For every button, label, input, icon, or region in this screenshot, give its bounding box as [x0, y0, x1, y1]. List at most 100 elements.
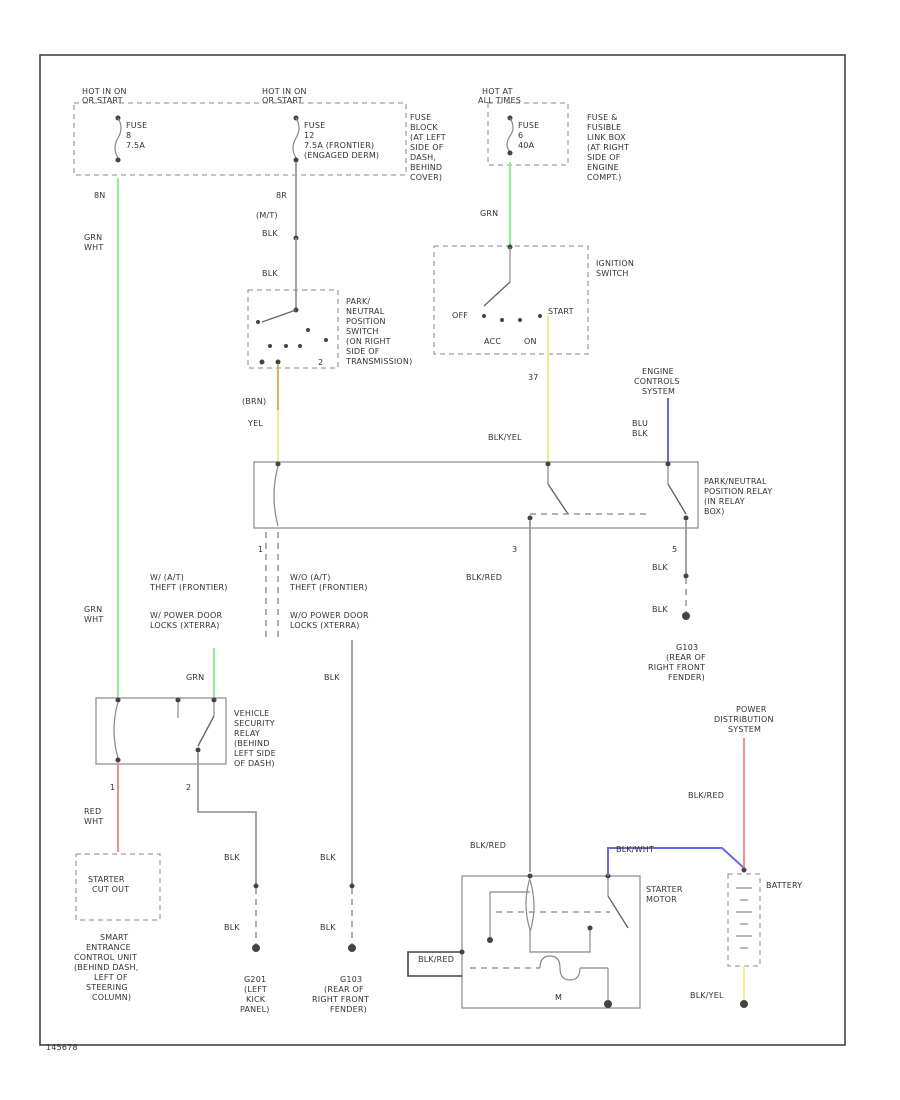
- svg-text:ENGINE: ENGINE: [587, 163, 619, 172]
- svg-text:G103: G103: [676, 643, 698, 652]
- svg-text:LINK BOX: LINK BOX: [587, 133, 626, 142]
- svg-text:DISTRIBUTION: DISTRIBUTION: [714, 715, 774, 724]
- relay-coil: [273, 465, 279, 527]
- svg-text:RIGHT FRONT: RIGHT FRONT: [648, 663, 705, 672]
- starter-cutout-label-1: STARTER: [88, 875, 125, 884]
- wire-label-blk-wht: BLK/WHT: [616, 845, 654, 854]
- wire-label-blk-l2: BLK: [224, 923, 240, 932]
- fusible-link-box: [487, 102, 569, 166]
- svg-text:G103: G103: [340, 975, 362, 984]
- vsr-terminal-1: [115, 697, 121, 703]
- fuse-2-number: 12: [304, 131, 315, 140]
- svg-text:THEFT (FRONTIER): THEFT (FRONTIER): [289, 583, 368, 592]
- diagram-id: 145678: [46, 1043, 78, 1052]
- fuse-2-symbol: [292, 117, 300, 159]
- wire-label-blk-m3: BLK: [320, 923, 336, 932]
- svg-text:SWITCH: SWITCH: [346, 327, 379, 336]
- vsr-coil: [113, 701, 119, 759]
- svg-text:TRANSMISSION): TRANSMISSION): [345, 357, 412, 366]
- ground-g103-caption: G103 (REAR OF RIGHT FRONT FENDER): [648, 643, 706, 682]
- svg-text:OF DASH): OF DASH): [234, 759, 275, 768]
- ground-g103-symbol: [682, 612, 690, 620]
- relay-terminal-1: [275, 461, 281, 467]
- svg-text:PARK/NEUTRAL: PARK/NEUTRAL: [704, 477, 767, 486]
- wire-blk-vsr-ground: [197, 752, 257, 886]
- relay-terminal-3: [665, 461, 671, 467]
- starter-internal-3: [529, 930, 591, 953]
- vsr-pin-2: 2: [186, 783, 191, 792]
- svg-text:FUSE: FUSE: [410, 113, 431, 122]
- svg-text:G201: G201: [244, 975, 266, 984]
- svg-text:FUSIBLE: FUSIBLE: [587, 123, 621, 132]
- svg-text:RELAY: RELAY: [234, 729, 260, 738]
- pnp-contact-1: [256, 320, 260, 324]
- svg-text:FENDER): FENDER): [330, 1005, 367, 1014]
- starter-motor: [461, 875, 641, 1009]
- relay-pin-5: 5: [672, 545, 677, 554]
- svg-text:POWER: POWER: [736, 705, 767, 714]
- svg-text:BOX): BOX): [704, 507, 725, 516]
- wire-label-wht: WHT: [84, 817, 103, 826]
- wire-label-blk-l1: BLK: [224, 853, 240, 862]
- svg-text:CONTROLS: CONTROLS: [634, 377, 680, 386]
- svg-text:ENGINE: ENGINE: [642, 367, 674, 376]
- fuse-3-number: 6: [518, 131, 523, 140]
- svg-text:ENTRANCE: ENTRANCE: [86, 943, 131, 952]
- relay-terminal-5: [527, 515, 533, 521]
- pnp-switch-arm: [261, 309, 297, 323]
- wire-label-blk-red-2: BLK/RED: [470, 841, 506, 850]
- svg-text:COVER): COVER): [410, 173, 442, 182]
- starter-motor-label-1: STARTER: [646, 885, 683, 894]
- starter-motor-symbol: [539, 955, 581, 981]
- starter-solenoid-coil-2: [529, 879, 535, 933]
- svg-text:SIDE OF: SIDE OF: [587, 153, 621, 162]
- starter-internal-ground: [487, 937, 493, 943]
- svg-text:PARK/: PARK/: [346, 297, 370, 306]
- pnp-contact-3: [324, 338, 328, 342]
- ign-contact-acc: [500, 318, 504, 322]
- battery-label: BATTERY: [766, 881, 802, 890]
- svg-text:CONTROL UNIT: CONTROL UNIT: [74, 953, 137, 962]
- relay-pin-1: 1: [258, 545, 263, 554]
- starter-contact-arm: [607, 895, 629, 929]
- pnp-contact-6: [298, 344, 302, 348]
- fuse-3-symbol: [506, 117, 514, 153]
- svg-text:DASH,: DASH,: [410, 153, 436, 162]
- ground-g201-caption: G201 (LEFT KICK PANEL): [240, 975, 269, 1014]
- fuse-1-rating: 7.5A: [126, 141, 145, 150]
- theft-note-left: W/ (A/T) THEFT (FRONTIER) W/ POWER DOOR …: [149, 573, 227, 630]
- svg-text:SYSTEM: SYSTEM: [642, 387, 675, 396]
- fuse-3-rating: 40A: [518, 141, 535, 150]
- hot-label-left-2: OR START: [82, 96, 123, 105]
- starter-motor-label-2: MOTOR: [646, 895, 677, 904]
- pnp-terminal-bottom-2: [275, 359, 281, 365]
- wire-label-blk-yel-2: BLK/YEL: [690, 991, 724, 1000]
- pnp-pin-2: 2: [318, 358, 323, 367]
- starter-terminal-s: [527, 873, 533, 879]
- svg-text:W/ POWER DOOR: W/ POWER DOOR: [150, 611, 222, 620]
- fuse-3-terminal-bottom: [507, 150, 513, 156]
- svg-text:(BEHIND: (BEHIND: [234, 739, 270, 748]
- smart-entrance-caption: SMART ENTRANCE CONTROL UNIT (BEHIND DASH…: [74, 933, 138, 1002]
- fusible-link-box-caption: FUSE & FUSIBLE LINK BOX (AT RIGHT SIDE O…: [587, 113, 629, 182]
- fuse-2-label: FUSE: [304, 121, 325, 130]
- wire-label-8n: 8N: [94, 191, 105, 200]
- wire-label-8r: 8R: [276, 191, 287, 200]
- svg-text:SIDE OF: SIDE OF: [410, 143, 444, 152]
- vsr-terminal-2: [175, 697, 181, 703]
- ignition-switch: [433, 245, 589, 355]
- svg-text:(AT LEFT: (AT LEFT: [410, 133, 446, 142]
- fuse-2-terminal-bottom: [293, 157, 299, 163]
- pnp-relay-caption: PARK/NEUTRAL POSITION RELAY (IN RELAY BO…: [704, 477, 772, 516]
- wire-label-grn-wht-2b: WHT: [84, 615, 103, 624]
- fuse-2-note: (ENGAGED DERM): [304, 151, 379, 160]
- svg-text:W/O POWER DOOR: W/O POWER DOOR: [290, 611, 369, 620]
- svg-text:BLOCK: BLOCK: [410, 123, 438, 132]
- fuse-block-box: [73, 102, 407, 176]
- ign-contact-start: [538, 314, 542, 318]
- svg-text:FUSE &: FUSE &: [587, 113, 618, 122]
- ignition-switch-label-1: IGNITION: [596, 259, 634, 268]
- svg-text:(AT RIGHT: (AT RIGHT: [587, 143, 629, 152]
- ground-connector: [683, 573, 689, 579]
- pnp-terminal-bottom: [259, 359, 265, 365]
